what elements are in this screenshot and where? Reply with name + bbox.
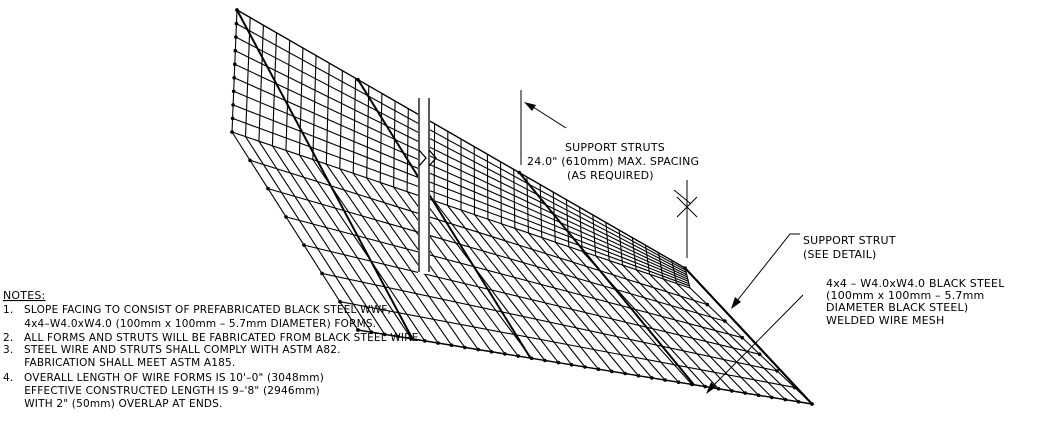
mesh-wire xyxy=(649,273,773,399)
see-detail-label: (SEE DETAIL) xyxy=(803,248,877,261)
mesh-wire xyxy=(244,17,251,138)
mesh-wire xyxy=(339,168,466,348)
break-symbol xyxy=(418,98,437,274)
mesh-spec-line-4: WELDED WIRE MESH xyxy=(826,314,944,327)
mesh-wire xyxy=(339,70,343,170)
support-strut xyxy=(684,267,813,405)
mesh-spec-line-2: (100mm x 100mm – 5.7mm xyxy=(826,289,984,302)
support-struts-label: SUPPORT STRUTS xyxy=(565,141,665,154)
note-line: 3. STEEL WIRE AND STRUTS SHALL COMPLY WI… xyxy=(3,344,341,356)
support-strut xyxy=(236,9,414,340)
dimension-arrowhead xyxy=(524,102,536,111)
mesh-wire xyxy=(258,24,264,142)
support-strut xyxy=(518,171,695,386)
mesh-wire xyxy=(662,278,786,401)
mesh-wire xyxy=(592,214,597,257)
mesh-wire xyxy=(231,9,238,133)
mesh-wire xyxy=(460,209,586,368)
mesh-wire xyxy=(671,259,678,284)
mesh-wire xyxy=(312,54,317,161)
mesh-wire xyxy=(514,227,639,377)
mesh-wire xyxy=(622,264,746,394)
mesh-wire xyxy=(285,39,291,151)
leader-arrowheads xyxy=(706,297,741,394)
mesh-wire xyxy=(406,108,409,193)
mesh-wire xyxy=(552,191,556,243)
mesh-wire xyxy=(568,246,693,385)
mesh-wire xyxy=(325,62,330,165)
wire-end xyxy=(235,8,239,12)
mesh-wire xyxy=(446,204,573,366)
mesh-wire xyxy=(595,255,720,390)
mesh-wire xyxy=(366,85,370,179)
mesh-wire xyxy=(565,199,570,248)
mesh-wire xyxy=(513,168,516,229)
mesh-wire xyxy=(539,183,543,239)
wire-end xyxy=(356,77,360,82)
mesh-wire xyxy=(325,163,453,346)
mesh-wire xyxy=(608,259,733,392)
mesh-wire xyxy=(258,140,386,335)
mesh-wire xyxy=(527,232,653,379)
mesh-wire xyxy=(244,136,372,333)
mesh-wire xyxy=(635,269,760,396)
mesh-wire xyxy=(526,176,529,234)
mesh-wire xyxy=(473,214,599,370)
welded-wire-mesh xyxy=(230,8,814,406)
as-required-label: (AS REQUIRED) xyxy=(567,169,654,182)
mesh-wire xyxy=(285,149,412,340)
mesh-wire xyxy=(379,92,383,184)
mesh-wire xyxy=(433,123,436,202)
mesh-wire xyxy=(352,77,357,174)
mesh-wire xyxy=(231,131,359,331)
mesh-wire xyxy=(271,145,399,338)
mesh-wire xyxy=(579,206,583,252)
mesh-wire xyxy=(379,181,506,355)
support-strut-label: SUPPORT STRUT xyxy=(803,234,896,247)
mesh-wire xyxy=(618,229,624,266)
mesh-spec-line-1: 4x4 – W4.0xW4.0 BLACK STEEL xyxy=(826,277,1005,290)
mesh-wire xyxy=(605,221,610,262)
mesh-wire xyxy=(352,172,479,351)
mesh-wire xyxy=(541,236,666,381)
support-strut xyxy=(357,78,532,360)
notes-heading: NOTES: xyxy=(3,289,45,302)
note-line: EFFECTIVE CONSTRUCTED LENGTH IS 9–'8" (2… xyxy=(3,385,320,397)
note-line: 4. OVERALL LENGTH OF WIRE FORMS IS 10'–0… xyxy=(3,372,324,384)
note-line: WITH 2" (50mm) OVERLAP AT ENDS. xyxy=(3,398,223,410)
mesh-wire xyxy=(499,161,502,225)
mesh-wire xyxy=(393,100,396,188)
mesh-spec-line-3: DIAMETER BLACK STEEL) xyxy=(826,301,968,314)
mesh-wire xyxy=(644,244,651,275)
mesh-wire xyxy=(486,153,489,220)
spacing-dimension xyxy=(520,90,698,258)
note-line: FABRICATION SHALL MEET ASTM A185. xyxy=(3,357,235,369)
mesh-wire xyxy=(675,282,800,403)
mesh-wire xyxy=(357,329,813,405)
mesh-wire xyxy=(658,252,664,280)
mesh-wire xyxy=(684,267,691,289)
mesh-wire xyxy=(420,195,546,362)
mesh-wire xyxy=(298,47,304,156)
mesh-wire xyxy=(298,154,426,342)
mesh-wire xyxy=(500,223,626,375)
mesh-wire xyxy=(631,237,637,271)
note-line: 2. ALL FORMS AND STRUTS WILL BE FABRICAT… xyxy=(3,332,422,344)
mesh-wire xyxy=(554,241,680,383)
spacing-label: 24.0" (610mm) MAX. SPACING xyxy=(527,155,699,168)
mesh-wire xyxy=(433,200,559,364)
mesh-wire xyxy=(689,287,813,405)
mesh-wire xyxy=(487,218,613,372)
wire-end xyxy=(517,170,521,175)
note-line: 4x4–W4.0xW4.0 (100mm x 100mm – 5.7mm DIA… xyxy=(3,318,376,330)
mesh-wire xyxy=(271,32,278,147)
note-line: 1. SLOPE FACING TO CONSIST OF PREFABRICA… xyxy=(3,304,391,316)
mesh-wire xyxy=(393,186,519,357)
leader-lines xyxy=(707,233,804,392)
